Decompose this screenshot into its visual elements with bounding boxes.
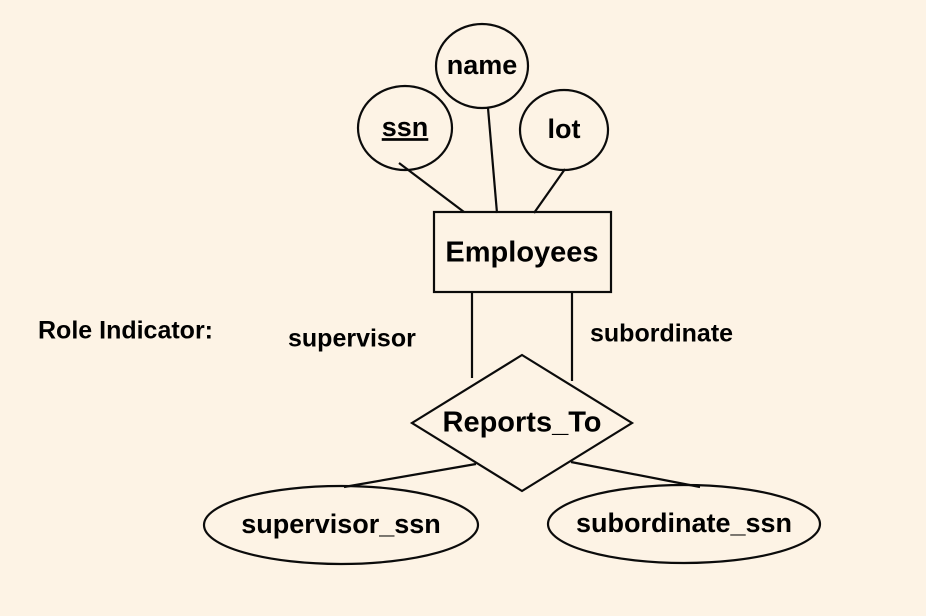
relationship-attribute-supervisor-ssn-ellipse[interactable] [202, 484, 480, 566]
attribute-lot-node[interactable]: lot [518, 88, 610, 172]
role-indicator-caption: Role Indicator: [38, 317, 213, 345]
relationship-attribute-subordinate-ssn-label: subordinate_ssn [576, 508, 792, 538]
attribute-ssn-label: ssn [382, 112, 429, 142]
relationship-attribute-supervisor-ssn-label: supervisor_ssn [241, 509, 441, 539]
attribute-lot-ellipse[interactable] [518, 88, 610, 172]
attribute-ssn-ellipse[interactable] [356, 84, 454, 172]
attribute-ssn-node[interactable]: ssn [356, 84, 454, 172]
edge-reportsto-to-subordinate-ssn [570, 460, 701, 489]
relationship-attribute-subordinate-ssn-ellipse[interactable] [546, 483, 822, 565]
edge-ssn-to-employees [398, 162, 465, 213]
role-label-supervisor: supervisor [288, 325, 416, 353]
relationship-reports-to-label: Reports_To [443, 407, 602, 439]
edge-name-to-employees [486, 107, 499, 214]
entity-employees-node[interactable]: Employees [432, 210, 613, 294]
attribute-name-node[interactable]: name [434, 22, 530, 110]
role-indicator-group: Role Indicator: supervisor subordinate [38, 317, 733, 353]
entity-employees-rect[interactable] [432, 210, 613, 294]
relationship-attribute-subordinate-ssn-node[interactable]: subordinate_ssn [546, 483, 822, 565]
relationship-reports-to-node[interactable]: Reports_To [409, 353, 635, 493]
edge-reportsto-to-supervisor-ssn [343, 462, 477, 489]
attribute-lot-label: lot [548, 114, 581, 144]
attribute-name-ellipse[interactable] [434, 22, 530, 110]
relationship-reports-to-diamond[interactable] [409, 353, 635, 493]
edge-lot-to-employees [533, 168, 566, 214]
connector-edge-group [343, 107, 701, 489]
entity-employees-label: Employees [445, 237, 598, 269]
attribute-name-label: name [447, 50, 518, 80]
relationship-attribute-supervisor-ssn-node[interactable]: supervisor_ssn [202, 484, 480, 566]
role-label-subordinate: subordinate [590, 320, 733, 348]
